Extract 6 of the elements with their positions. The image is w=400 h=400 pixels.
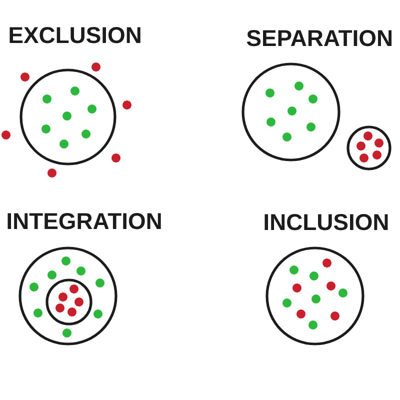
heading: SEPARATION xyxy=(246,30,392,46)
heading: INCLUSION xyxy=(264,214,388,230)
heading: EXCLUSION xyxy=(10,27,140,44)
heading: INTEGRATION xyxy=(8,213,161,230)
circle xyxy=(346,126,392,170)
circle xyxy=(46,278,92,326)
